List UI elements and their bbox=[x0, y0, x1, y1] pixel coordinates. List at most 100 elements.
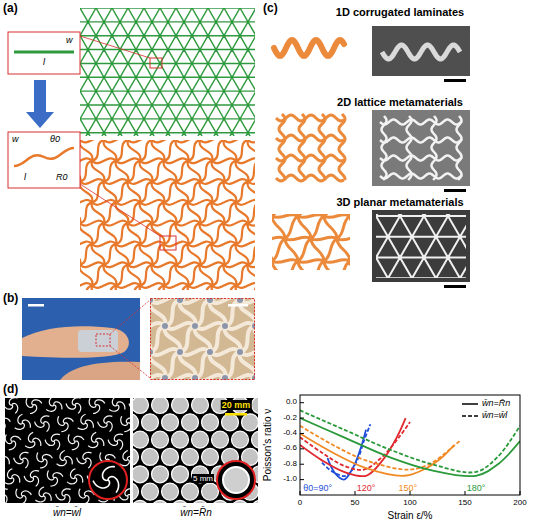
sample-strut bbox=[380, 156, 462, 161]
scale-bar bbox=[225, 413, 247, 416]
inset-box bbox=[8, 32, 80, 74]
tick-label: 150 bbox=[458, 498, 471, 507]
sample-strut bbox=[432, 116, 437, 180]
legend-text: w̄n=w̄l bbox=[482, 410, 507, 420]
tick-mark bbox=[300, 491, 301, 495]
legend-swatch bbox=[462, 415, 478, 417]
photo-background bbox=[372, 26, 470, 76]
disc-cell bbox=[252, 500, 259, 503]
spiral-cell bbox=[47, 471, 63, 486]
disc-cell bbox=[202, 414, 219, 431]
lattice-strut bbox=[276, 175, 344, 181]
disc-cell bbox=[192, 500, 209, 503]
tick-mark bbox=[300, 402, 304, 403]
scale-label: 5 mm bbox=[192, 474, 214, 483]
spiral-cell bbox=[93, 467, 119, 493]
disc-cell bbox=[133, 500, 149, 503]
section-title: 2D lattice metamaterials bbox=[337, 96, 463, 109]
axis-title: Poisson's ratio ν bbox=[262, 409, 274, 482]
image-caption: w̄n=R̄n bbox=[180, 507, 211, 519]
tick-label: 0.0 bbox=[286, 397, 297, 406]
curve-label: 120° bbox=[357, 483, 376, 493]
dimension-label: w bbox=[12, 134, 19, 144]
zoom-lines bbox=[110, 300, 150, 378]
scale-bar bbox=[444, 285, 466, 288]
spiral-array bbox=[5, 398, 130, 503]
node-dot bbox=[192, 323, 198, 329]
dimension-label: θ0 bbox=[50, 134, 60, 144]
truss-struts bbox=[272, 214, 350, 270]
disc-cell bbox=[133, 431, 149, 448]
spiral-cell bbox=[35, 487, 51, 502]
spiral-cell bbox=[56, 489, 71, 503]
image-caption: w̄n=w̄l bbox=[53, 507, 81, 519]
axis-title: Strain ε/% bbox=[387, 510, 432, 522]
photo-background bbox=[133, 398, 258, 503]
dimension-label: l bbox=[43, 57, 45, 67]
spiral-cell bbox=[45, 434, 60, 450]
disc-cell bbox=[232, 500, 249, 503]
lattice-strut bbox=[279, 114, 285, 180]
node-dot bbox=[177, 349, 183, 355]
zoom-box bbox=[150, 58, 162, 68]
scale-bar bbox=[444, 79, 466, 82]
spiral-cell bbox=[16, 489, 32, 503]
inset-circle bbox=[89, 461, 127, 499]
patch-closeup bbox=[150, 298, 255, 380]
lattice-struts bbox=[80, 140, 255, 290]
spiral-cell bbox=[129, 398, 130, 413]
data-curve bbox=[300, 426, 460, 470]
scale-label: 20 mm bbox=[221, 400, 252, 410]
spiral-cell bbox=[5, 451, 9, 466]
lattice-struts bbox=[80, 8, 255, 136]
legend-text: w̄n=R̄n bbox=[482, 398, 510, 408]
disc-cell bbox=[182, 483, 199, 500]
spiral-cell bbox=[77, 452, 92, 468]
disc-cell bbox=[162, 414, 179, 431]
spiral-cell bbox=[14, 452, 29, 468]
sample-struts bbox=[376, 214, 466, 278]
disc-cell bbox=[172, 398, 189, 414]
legend-swatch bbox=[462, 403, 478, 405]
disc-cell bbox=[182, 448, 199, 465]
dimension-label: w bbox=[66, 35, 73, 45]
tick-label: -1.0 bbox=[283, 474, 297, 483]
scale-bar bbox=[444, 189, 466, 192]
spiral-cell bbox=[24, 471, 39, 487]
curve-label: 150° bbox=[398, 483, 417, 493]
disc-cell bbox=[152, 500, 169, 503]
panel-label: (d) bbox=[3, 383, 18, 397]
spiral-cell bbox=[5, 434, 21, 449]
curved-strut bbox=[14, 148, 74, 166]
disc-cell bbox=[133, 483, 139, 500]
spiral-cell bbox=[130, 469, 131, 484]
spiral-cell bbox=[120, 451, 130, 466]
spiral-cell bbox=[25, 432, 41, 447]
disc-cell bbox=[192, 398, 209, 414]
tick-mark bbox=[300, 418, 304, 419]
sample-strut bbox=[382, 116, 387, 180]
hand bbox=[60, 362, 140, 380]
node-dot bbox=[222, 323, 228, 329]
panel-label: (b) bbox=[3, 292, 18, 306]
spiral-cell bbox=[37, 452, 53, 467]
spiral-cell bbox=[5, 398, 18, 413]
closeup-border bbox=[151, 299, 255, 380]
disc-cell bbox=[142, 414, 159, 431]
tick-mark bbox=[300, 464, 304, 465]
dimension-label: R0 bbox=[56, 172, 68, 182]
lattice-strut bbox=[276, 155, 344, 161]
lattice-strut bbox=[276, 135, 344, 141]
spiral-cell bbox=[98, 416, 113, 432]
spiral-cell bbox=[58, 416, 74, 431]
plot-frame bbox=[300, 395, 520, 495]
tick-mark bbox=[300, 433, 304, 434]
node-dot bbox=[237, 349, 243, 355]
tick-label: -0.8 bbox=[283, 459, 297, 468]
photo-background bbox=[5, 398, 130, 503]
spiral-cell bbox=[88, 432, 104, 447]
scale-bar bbox=[28, 304, 44, 307]
leader-line bbox=[80, 36, 150, 58]
disc-cell bbox=[202, 448, 219, 465]
